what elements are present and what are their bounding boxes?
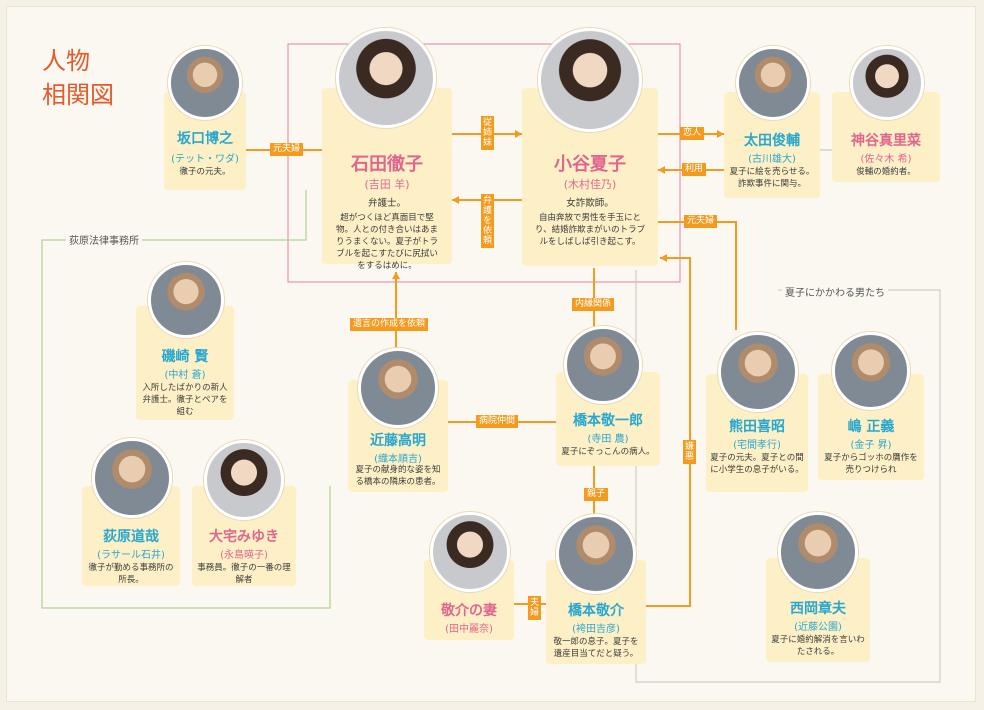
portrait-ishida [336, 28, 436, 128]
portrait-kondo [358, 348, 438, 428]
actor-name: (宅間孝行) [733, 440, 781, 451]
person-name: 石田徹子 [351, 154, 423, 175]
person-desc: 徹子の元夫。 [179, 167, 231, 177]
person-desc-title: 女詐欺師。 [566, 198, 614, 209]
person-desc-title: 弁護士。 [367, 198, 406, 209]
actor-name: (袴田吉彦) [572, 624, 620, 635]
actor-name: (金子 昇) [850, 440, 892, 451]
relation-label-parent-child: 親子 [584, 488, 609, 501]
portrait-kotani [538, 28, 642, 132]
person-name: 大宅みゆき [209, 529, 279, 545]
portrait-keisuke [556, 514, 636, 594]
person-name: 神谷真里菜 [851, 133, 921, 149]
person-desc: 夏子に絵を売らせる。詐欺事件に関与。 [729, 167, 815, 189]
title-line1: 人物 [42, 47, 90, 75]
person-name: 嶋 正義 [847, 419, 895, 435]
person-name: 橋本敬一郎 [573, 413, 643, 429]
relation-label-couple: 夫婦 [528, 596, 541, 620]
actor-name: (織本順吉) [374, 454, 422, 465]
relation-label-will-request: 遺言の作成を依頼 [350, 318, 429, 331]
actor-name: (木村佳乃) [563, 178, 617, 191]
person-desc: 徹子が勤める事務所の所長。 [88, 563, 174, 585]
person-name: 太田俊輔 [744, 133, 800, 149]
portrait-kumada [718, 332, 798, 412]
portrait-omiyake [204, 440, 284, 520]
portrait-isozaki [148, 262, 224, 338]
portrait-ota [736, 46, 810, 120]
actor-name: (寺田 農) [587, 434, 629, 445]
relation-label-lover: 恋人 [680, 127, 705, 140]
relation-label-cousins: 従姉妹 [481, 116, 494, 150]
person-desc: 事務員。徹子の一番の理解者 [197, 563, 291, 585]
actor-name: (テット・ワダ) [171, 154, 239, 165]
person-desc: 夏子の元夫。夏子との間に小学生の息子がいる。 [710, 453, 804, 475]
person-name: 敬介の妻 [441, 603, 497, 619]
person-desc: 俊輔の婚約者。 [856, 167, 916, 177]
person-desc: 敬一郎の息子。夏子を遺産目当てだと疑う。 [553, 637, 639, 659]
relation-label-ex-couple: 元夫婦 [270, 143, 304, 156]
group-label-men: 夏子にかかわる男たち [782, 284, 888, 299]
person-name: 磯崎 賢 [161, 349, 209, 365]
person-desc: 夏子に婚約解消を言いわたされる。 [771, 635, 865, 657]
person-name: 近藤高明 [370, 433, 426, 449]
person-name: 熊田喜昭 [729, 419, 785, 435]
relation-label-ex-couple-2: 元夫婦 [684, 215, 718, 228]
actor-name: (近藤公園) [794, 622, 842, 633]
portrait-hashimoto [564, 326, 642, 404]
main-pair-frame [287, 43, 681, 283]
actor-name: (吉田 羊) [364, 178, 410, 191]
person-desc: 入所したばかりの新人弁護士。徹子とペアを組む [142, 383, 228, 417]
title-line2: 相関図 [42, 81, 114, 109]
relation-label-suspect: 嫌悪 [683, 440, 696, 464]
relation-label-ward: 病院仲間 [476, 415, 519, 428]
person-desc: 夏子にぞっこんの病人。 [561, 447, 655, 457]
actor-name: (中村 蒼) [164, 370, 206, 381]
actor-name: (永島暎子) [220, 550, 268, 561]
portrait-ogiwara [92, 438, 172, 518]
actor-name: (ラサール石井) [97, 550, 165, 561]
law-office-frame [41, 190, 331, 609]
relation-label-request: 弁護を依頼 [481, 194, 494, 248]
portrait-kamiya [850, 46, 924, 120]
actor-name: (田中麗奈) [445, 624, 493, 635]
actor-name: (古川雄大) [748, 154, 796, 165]
portrait-nishioka [778, 512, 858, 592]
relation-label-inner: 内縁関係 [572, 298, 615, 311]
relation-label-use: 利用 [682, 163, 707, 176]
person-name: 西岡章夫 [790, 601, 846, 617]
person-name: 荻原道哉 [103, 529, 159, 545]
portrait-shima [832, 332, 910, 410]
person-name: 小谷夏子 [554, 154, 626, 175]
person-name: 橋本敬介 [568, 603, 624, 619]
page-title: 人物 相関図 [42, 44, 152, 112]
card-ogiwara[interactable]: 荻原道哉 (ラサール石井) 徹子が勤める事務所の所長。 [82, 486, 180, 586]
card-omiyake[interactable]: 大宅みゆき (永島暎子) 事務員。徹子の一番の理解者 [192, 486, 296, 586]
person-desc: 超がつくほど真面目で堅物。人との付き合いはあまりうまくない。夏子がトラブルを起こ… [335, 213, 438, 271]
card-kotani[interactable]: 小谷夏子 (木村佳乃) 女詐欺師。 自由奔放で男性を手玉にとり、結婚詐欺まがいの… [522, 88, 658, 266]
actor-name: (佐々木 希) [860, 154, 912, 165]
portrait-keisuke-wife [430, 512, 510, 592]
person-desc: 夏子の献身的な姿を知る橋本の隣床の患者。 [355, 465, 441, 487]
person-desc: 自由奔放で男性を手玉にとり、結婚詐欺まがいのトラブルをしばしば引き起こす。 [534, 213, 646, 247]
person-desc: 夏子からゴッホの贋作を売りつけられ [824, 453, 918, 475]
group-label-law-office: 荻原法律事務所 [66, 232, 142, 247]
portrait-sakaguchi [168, 46, 242, 120]
person-name: 坂口博之 [177, 131, 233, 147]
